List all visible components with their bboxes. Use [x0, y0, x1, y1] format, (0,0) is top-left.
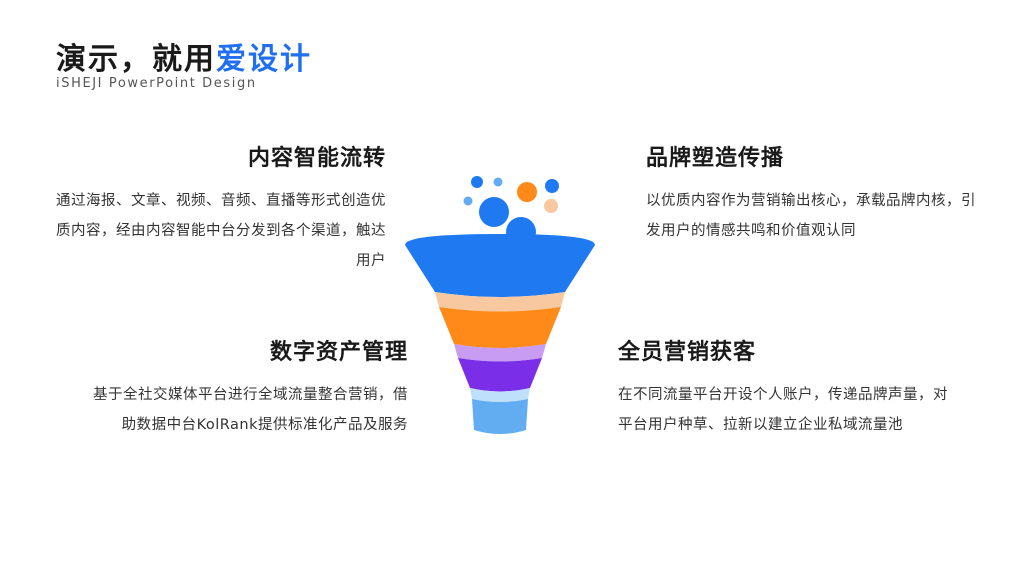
section-brand-building: 品牌塑造传播 以优质内容作为营销输出核心，承载品牌内核，引发用户的情感共鸣和价值…	[646, 140, 976, 246]
section-all-staff-marketing: 全员营销获客 在不同流量平台开设个人账户，传递品牌声量，对平台用户种草、拉新以建…	[618, 334, 958, 440]
page-subtitle: iSHEJI PowerPoint Design	[56, 76, 257, 91]
section-body: 以优质内容作为营销输出核心，承载品牌内核，引发用户的情感共鸣和价值观认同	[646, 193, 976, 239]
section-body: 基于全社交媒体平台进行全域流量整合营销，借助数据中台KolRank提供标准化产品…	[93, 387, 408, 433]
bubble-dot	[493, 177, 503, 187]
page-title: 演示，就用爱设计	[56, 34, 312, 78]
title-accent: 爱设计	[216, 42, 312, 77]
bubble-dot	[479, 197, 509, 227]
section-content-flow: 内容智能流转 通过海报、文章、视频、音频、直播等形式创造优质内容，经由内容智能中…	[56, 140, 386, 276]
bubble-dot	[544, 199, 558, 213]
section-digital-assets: 数字资产管理 基于全社交媒体平台进行全域流量整合营销，借助数据中台KolRank…	[80, 334, 408, 440]
funnel-layer-orange	[439, 307, 561, 348]
funnel-layer-light-blue	[470, 388, 530, 402]
funnel-layer-lilac	[454, 344, 546, 362]
bubble-dot	[545, 179, 559, 193]
bubble-dot	[471, 176, 483, 188]
section-heading: 品牌塑造传播	[646, 146, 785, 171]
title-main: 演示，就用	[56, 42, 216, 77]
section-heading: 数字资产管理	[269, 340, 408, 365]
funnel-illustration	[405, 176, 595, 434]
funnel-layer-sky	[472, 399, 528, 434]
funnel-layer-blue	[405, 234, 595, 297]
bubble-dot	[463, 196, 473, 206]
section-heading: 全员营销获客	[618, 340, 757, 365]
section-heading: 内容智能流转	[247, 146, 386, 171]
section-body: 在不同流量平台开设个人账户，传递品牌声量，对平台用户种草、拉新以建立企业私域流量…	[618, 387, 948, 433]
funnel-layer-peach	[435, 292, 565, 312]
section-body-text: 通过海报、文章、视频、音频、直播等形式创造优质内容，经由内容智能中台分发到各个渠…	[56, 193, 386, 269]
bubble-dot	[517, 182, 537, 202]
section-body: 通过海报、文章、视频、音频、直播等形式创造优质内容，经由内容智能中台分发到各个渠…	[56, 186, 386, 276]
funnel-layer-purple	[458, 358, 542, 392]
